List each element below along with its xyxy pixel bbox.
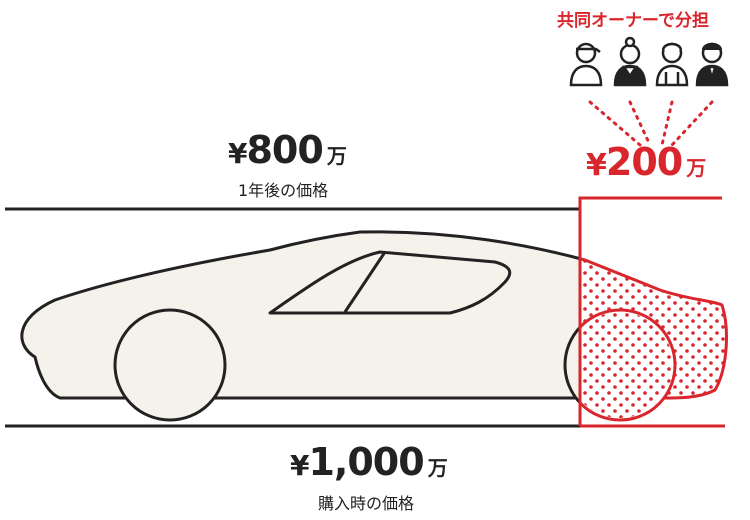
share-currency: ¥ [586, 148, 607, 183]
purchase-unit: 万 [427, 456, 448, 480]
owner-connectors [588, 100, 714, 147]
share-bracket [578, 196, 722, 426]
front-wheel [113, 308, 227, 422]
person-woman-icon [613, 36, 647, 87]
share-unit: 万 [686, 156, 707, 180]
purchase-currency: ¥ [290, 449, 310, 482]
after-year-amount: 800 [246, 128, 323, 172]
purchase-amount: 1,000 [308, 440, 424, 484]
person-cap-icon [569, 42, 603, 87]
person-man-icon [655, 42, 689, 87]
after-year-unit: 万 [326, 144, 347, 168]
purchase-caption: 購入時の価格 [318, 494, 415, 513]
owners-label: 共同オーナーで分担 [557, 11, 709, 31]
share-amount: 200 [605, 140, 683, 184]
after-year-caption: 1年後の価格 [238, 181, 329, 200]
person-suit-icon [695, 42, 729, 87]
window-pillar [343, 251, 387, 313]
after-year-currency: ¥ [228, 137, 248, 170]
rear-wheel [563, 308, 677, 422]
car-window [268, 250, 512, 315]
